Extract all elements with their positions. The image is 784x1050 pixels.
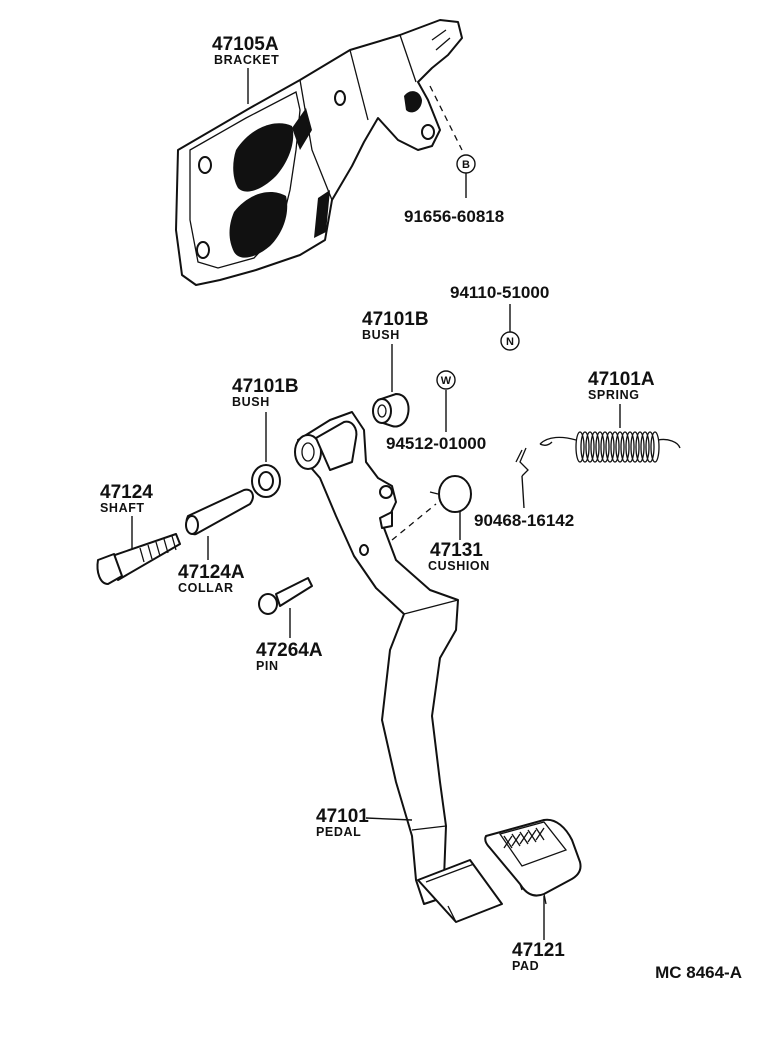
spring-coil: [635, 431, 645, 463]
nut-symbol: N: [500, 331, 520, 351]
spring-coil: [580, 431, 590, 463]
collar-part-number: 47124A: [178, 562, 245, 583]
nut-part-number: 94110-51000: [450, 283, 549, 302]
collar-part: [185, 488, 254, 536]
svg-text:N: N: [506, 336, 514, 348]
pad-part-name: PAD: [512, 959, 539, 973]
shaft-part: [96, 533, 181, 585]
spring-coil: [595, 431, 605, 463]
clip-leader: [521, 475, 525, 509]
spring-coil: [615, 431, 625, 463]
bush-upper-part-name: BUSH: [362, 328, 400, 342]
cushion-part-number: 47131: [430, 540, 483, 561]
bush-upper-part-number: 47101B: [362, 309, 429, 330]
pin-part-number: 47264A: [256, 640, 323, 661]
pedal-part: [294, 411, 503, 923]
cushion-dashed-line: [391, 503, 437, 541]
pad-part: [484, 818, 582, 905]
bracket-bolt-leader: [429, 85, 463, 151]
bush-left-part-name: BUSH: [232, 395, 270, 409]
figure-code: MC 8464-A: [655, 963, 742, 982]
bush-upper-part: [372, 393, 410, 428]
spring-coil: [605, 431, 615, 463]
bracket-part-name: BRACKET: [214, 53, 279, 67]
shaft-part-number: 47124: [100, 482, 153, 503]
spring-coil: [590, 431, 600, 463]
svg-text:B: B: [462, 159, 470, 171]
spring-part-name: SPRING: [588, 388, 640, 402]
clip-part-number: 90468-16142: [474, 511, 574, 530]
spring-coil: [610, 431, 620, 463]
pin-part-name: PIN: [256, 659, 279, 673]
cushion-part-name: CUSHION: [428, 559, 490, 573]
spring-part-number: 47101A: [588, 369, 655, 390]
spring-coil: [575, 431, 585, 463]
svg-text:W: W: [441, 375, 452, 387]
clip-part: [515, 447, 529, 477]
pin-part: [258, 577, 313, 615]
bush-left-part-number: 47101B: [232, 376, 299, 397]
washer-symbol: W: [436, 370, 456, 390]
bolt-symbol: B: [456, 154, 476, 174]
washer-part-number: 94512-01000: [386, 434, 486, 453]
pedal-leader: [365, 817, 413, 821]
spring-coil: [640, 431, 650, 463]
bolt-part-number: 91656-60818: [404, 207, 504, 226]
spring-coil: [625, 431, 635, 463]
bracket-part: [175, 19, 463, 286]
cushion-part: [429, 475, 472, 513]
spring-coil: [645, 431, 655, 463]
shaft-part-name: SHAFT: [100, 501, 145, 515]
spring-coil: [600, 431, 610, 463]
bush-left-part: [251, 464, 281, 498]
spring-coil: [620, 431, 630, 463]
pedal-part-number: 47101: [316, 806, 369, 827]
spring-part: [539, 431, 681, 463]
spring-coil: [630, 431, 640, 463]
spring-coil: [650, 431, 660, 463]
pad-part-number: 47121: [512, 940, 565, 961]
pedal-part-name: PEDAL: [316, 825, 361, 839]
bracket-part-number: 47105A: [212, 34, 279, 55]
collar-part-name: COLLAR: [178, 581, 234, 595]
spring-coil: [585, 431, 595, 463]
